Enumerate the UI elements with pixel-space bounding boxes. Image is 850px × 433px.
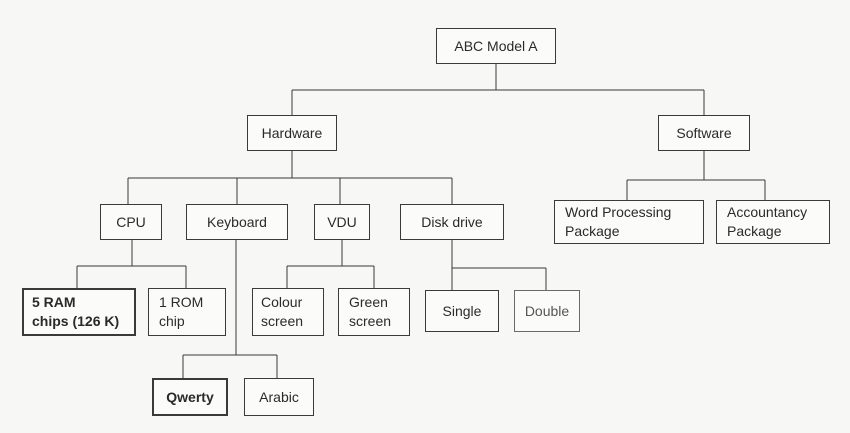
node-accountancy-package: Accountancy Package: [716, 200, 830, 244]
node-word-processing-package: Word Processing Package: [554, 200, 704, 244]
node-single: Single: [425, 290, 499, 332]
node-disk-drive: Disk drive: [400, 204, 504, 240]
node-cpu: CPU: [100, 204, 162, 240]
node-qwerty: Qwerty: [152, 378, 228, 416]
node-hardware: Hardware: [247, 115, 337, 151]
node-rom-chip: 1 ROM chip: [148, 288, 226, 336]
node-colour-screen: Colour screen: [252, 288, 324, 336]
node-ram-chips: 5 RAM chips (126 K): [22, 288, 136, 336]
node-abc-model-a: ABC Model A: [436, 28, 556, 64]
node-double: Double: [514, 290, 580, 332]
node-vdu: VDU: [314, 204, 370, 240]
node-arabic: Arabic: [244, 378, 314, 416]
node-software: Software: [658, 115, 750, 151]
node-green-screen: Green screen: [338, 288, 410, 336]
node-keyboard: Keyboard: [186, 204, 288, 240]
